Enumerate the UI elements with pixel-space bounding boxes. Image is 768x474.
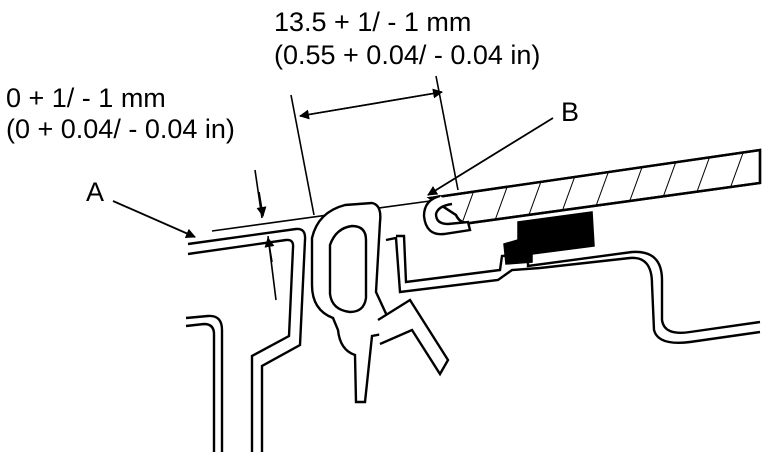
adhesive-block — [503, 211, 595, 265]
left-dimension-inch-label: (0 + 0.04/ - 0.04 in) — [6, 114, 235, 144]
body-channel-right — [385, 234, 761, 344]
flush-reference-line — [211, 200, 431, 232]
callout-leader-a — [112, 200, 196, 238]
body-panel-a — [185, 227, 307, 452]
left-dimension-arrow-down — [256, 191, 267, 217]
top-dimension-geometry — [290, 75, 459, 216]
glass-panel-b — [422, 148, 762, 236]
left-dimension-geometry — [211, 169, 431, 301]
top-extension-line-left — [290, 94, 315, 216]
left-dimension-mm-label: 0 + 1/ - 1 mm — [6, 83, 166, 113]
top-dimension-inch-label: (0.55 + 0.04/ - 0.04 in) — [274, 40, 540, 70]
left-extension-upper — [254, 169, 263, 219]
weatherstrip-seal — [310, 201, 450, 404]
callout-leader-b — [427, 117, 554, 196]
callout-leaders — [112, 117, 554, 238]
callout-label-b: B — [561, 97, 579, 127]
top-dimension-arrow-left — [299, 91, 443, 120]
top-dimension-mm-label: 13.5 + 1/ - 1 mm — [274, 7, 471, 37]
callout-label-a: A — [86, 177, 104, 207]
